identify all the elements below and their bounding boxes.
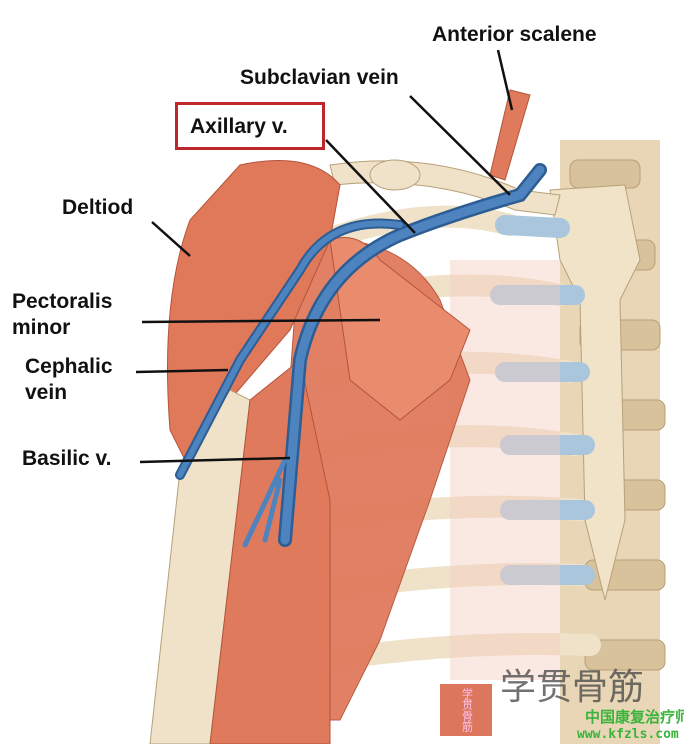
label-subclavian-vein: Subclavian vein — [240, 66, 399, 89]
label-pectoralis-minor-line1: Pectoralis — [12, 290, 113, 313]
basilic-vein-branches — [242, 457, 288, 548]
axillary-highlight-box — [175, 102, 325, 150]
label-deltoid: Deltiod — [62, 196, 134, 219]
sternum — [549, 184, 641, 601]
leader-subclavian-vein — [409, 95, 511, 196]
label-anterior-scalene: Anterior scalene — [432, 23, 597, 46]
leader-cephalic-vein — [135, 368, 229, 374]
leader-axillary-v — [325, 139, 416, 234]
leader-deltoid — [151, 221, 191, 257]
watermark-site-name: 中国康复治疗师 — [585, 709, 684, 726]
label-cephalic-vein-line1: Cephalic — [25, 355, 113, 378]
label-basilic-v: Basilic v. — [22, 447, 112, 470]
intercostal-region — [450, 260, 560, 680]
anterior-scalene-muscle — [489, 89, 531, 181]
deltoid-muscle — [167, 160, 341, 472]
watermark-site-url: www.kfzls.com — [577, 727, 679, 742]
acromion — [369, 159, 421, 191]
label-axillary-v: Axillary v. — [190, 115, 288, 138]
leader-pectoralis-minor — [141, 318, 381, 324]
label-pectoralis-minor-line2: minor — [12, 316, 71, 339]
watermark-calligraphy: 学贯骨筋 — [500, 667, 645, 708]
leader-lines — [135, 49, 514, 464]
watermark-seal: 学贯骨筋 — [440, 684, 492, 736]
leader-basilic-v — [139, 456, 291, 464]
leader-anterior-scalene — [496, 49, 514, 111]
label-cephalic-vein-line2: vein — [25, 381, 68, 404]
arm-muscles — [209, 359, 331, 744]
